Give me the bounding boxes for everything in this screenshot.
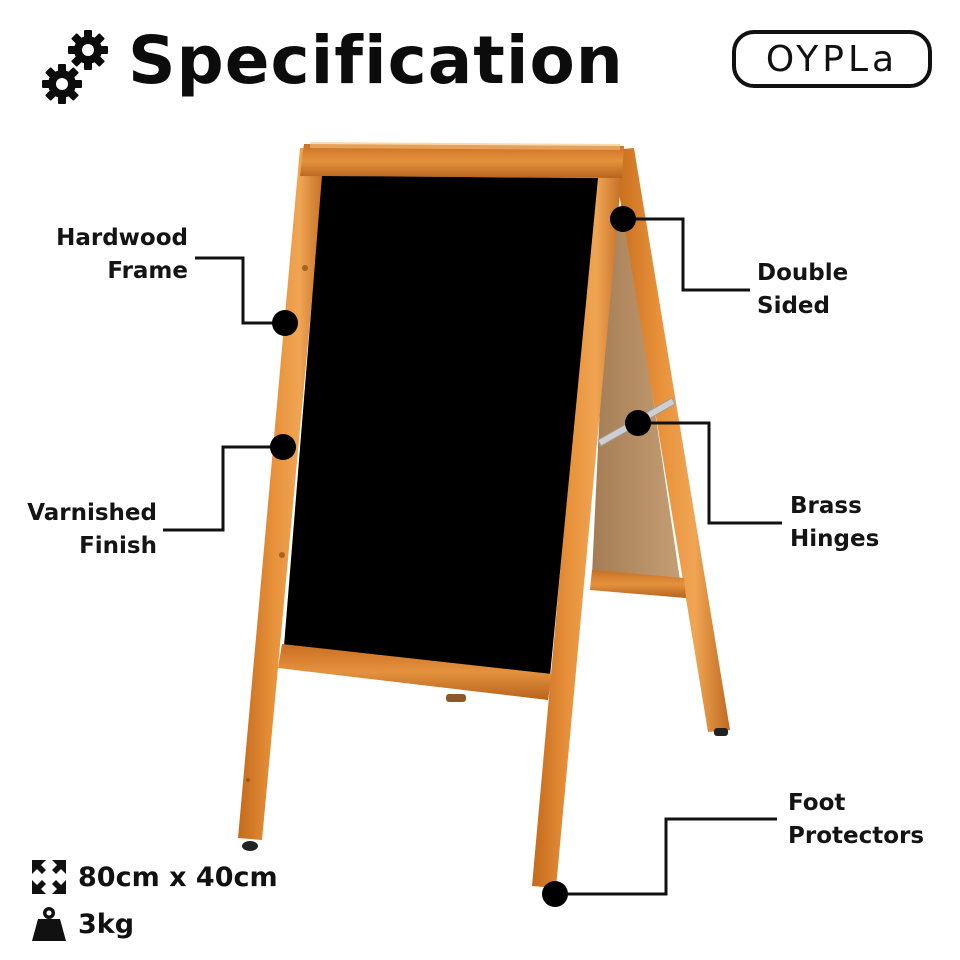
callout-line1: Hardwood <box>56 225 188 251</box>
callout-line1: Brass <box>790 493 862 519</box>
callout-line2: Finish <box>79 533 157 559</box>
spec-weight-text: 3kg <box>78 908 135 940</box>
callout-line2: Sided <box>757 293 830 319</box>
callout-line2: Protectors <box>788 823 925 849</box>
gears-icon <box>40 24 112 106</box>
weight-icon <box>30 905 68 943</box>
brand-logo: OYPLa <box>732 30 932 88</box>
spec-weight: 3kg <box>30 905 134 943</box>
callout-dots <box>270 206 651 907</box>
callout-foot-protectors: Foot Protectors <box>788 787 924 853</box>
dimensions-arrows-icon <box>30 858 68 896</box>
front-frame <box>238 142 624 888</box>
page-title: Specification <box>128 22 624 99</box>
callout-brass-hinges: Brass Hinges <box>790 490 879 556</box>
callout-double-sided: Double Sided <box>757 257 848 323</box>
spec-dimensions: 80cm x 40cm <box>30 858 278 896</box>
callout-varnished-finish: Varnished Finish <box>0 497 157 563</box>
spec-dimensions-text: 80cm x 40cm <box>78 861 278 893</box>
callout-line2: Hinges <box>790 526 880 552</box>
chalkboard-surface <box>284 176 598 676</box>
callout-line1: Double <box>757 260 849 286</box>
callout-hardwood-frame: Hardwood Frame <box>20 222 188 288</box>
callout-line2: Frame <box>107 258 188 284</box>
callout-line1: Varnished <box>27 500 157 526</box>
callout-lines <box>163 217 782 896</box>
callout-line1: Foot <box>788 790 846 816</box>
